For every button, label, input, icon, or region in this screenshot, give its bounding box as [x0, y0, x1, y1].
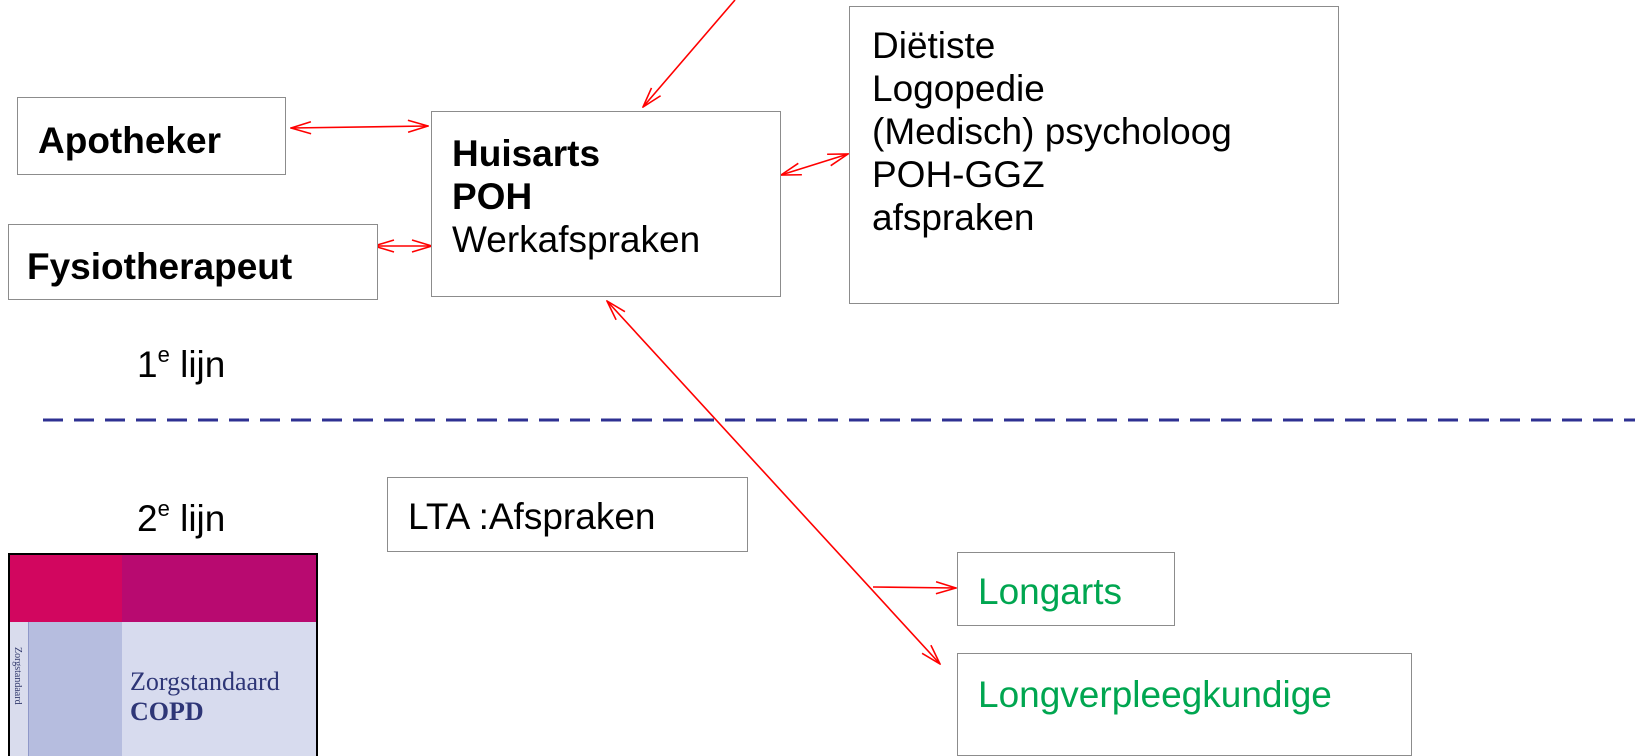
first-line-number: 1 [137, 344, 158, 385]
afspraken-label: afspraken [872, 197, 1035, 238]
longverpleegkundige-label: Longverpleegkundige [978, 674, 1332, 715]
second-line-label: 2e lijn [137, 497, 225, 540]
longarts-box: Longarts [957, 552, 1175, 626]
fysiotherapeut-label: Fysiotherapeut [27, 246, 293, 287]
second-line-suffix: e [157, 496, 170, 521]
werkafspraken-label: Werkafspraken [452, 219, 701, 260]
logopedie-label: Logopedie [872, 68, 1045, 109]
zorgstandaard-copd-cover: Zorgstandaard Zorgstandaard COPD [8, 553, 318, 756]
huisarts-box: Huisarts POH Werkafspraken [431, 111, 781, 297]
second-line-number: 2 [137, 498, 158, 539]
poh-label: POH [452, 176, 533, 217]
first-line-label: 1e lijn [137, 343, 225, 386]
longarts-label: Longarts [978, 571, 1122, 612]
lta-label: LTA :Afspraken [408, 496, 656, 537]
arrow-huisarts-paramedici [781, 154, 848, 175]
arrow-to-longarts [872, 587, 956, 588]
cover-title-band [122, 622, 316, 756]
longverpleegkundige-box: Longverpleegkundige [957, 653, 1412, 756]
cover-spine-band [10, 622, 28, 756]
psycholoog-label: (Medisch) psycholoog [872, 111, 1232, 152]
second-line-word: lijn [180, 498, 226, 539]
fysiotherapeut-box: Fysiotherapeut [8, 224, 378, 300]
cover-spine-text: Zorgstandaard [12, 647, 23, 705]
first-line-suffix: e [157, 342, 170, 367]
cover-top-band-right [122, 555, 316, 622]
first-line-word: lijn [180, 344, 226, 385]
dietiste-label: Diëtiste [872, 25, 996, 66]
cover-title: Zorgstandaard COPD [130, 667, 280, 727]
arrow-incoming-huisarts [643, 0, 736, 107]
cover-middle-band [28, 622, 122, 756]
apotheker-label: Apotheker [38, 120, 221, 161]
paramedici-box: Diëtiste Logopedie (Medisch) psycholoog … [849, 6, 1339, 304]
lta-box: LTA :Afspraken [387, 477, 748, 552]
cover-title-line2: COPD [130, 697, 204, 726]
arrow-apotheker-huisarts [291, 126, 428, 128]
arrow-huisarts-longverpleegkundige [607, 301, 940, 664]
apotheker-box: Apotheker [17, 97, 286, 175]
poh-ggz-label: POH-GGZ [872, 154, 1045, 195]
cover-divider [28, 622, 29, 756]
cover-title-line1: Zorgstandaard [130, 667, 280, 696]
huisarts-label: Huisarts [452, 133, 601, 174]
